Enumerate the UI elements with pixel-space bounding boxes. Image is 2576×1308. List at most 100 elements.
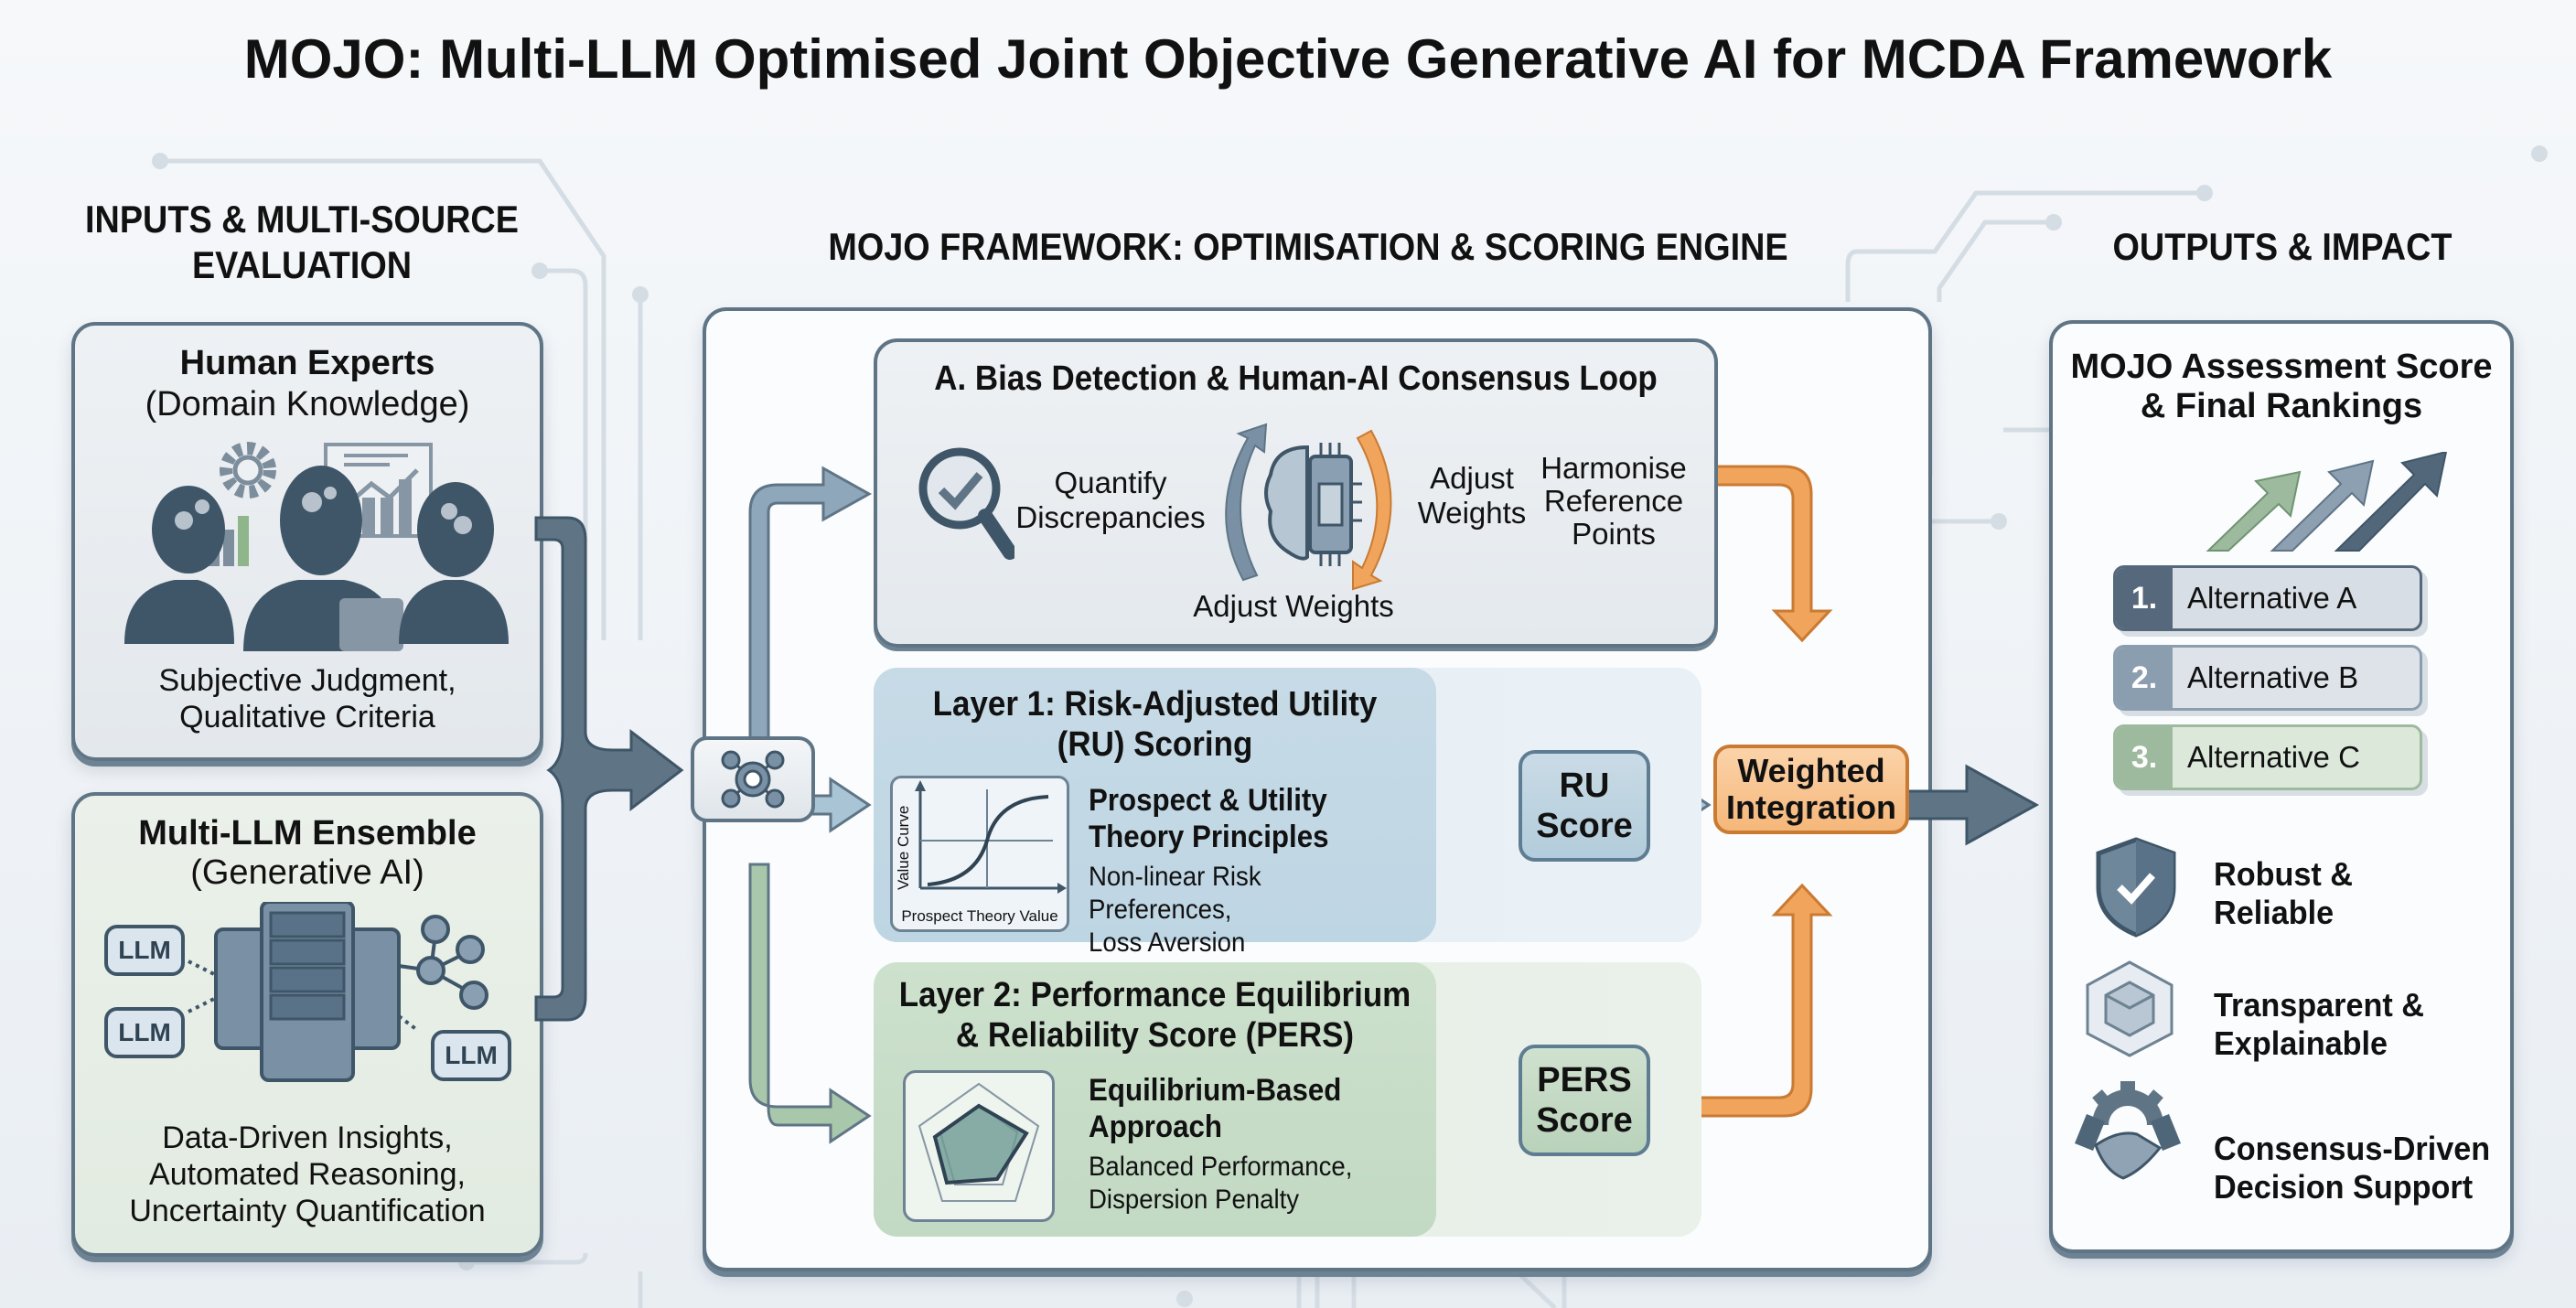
impact-consensus-line-2: Decision Support	[2214, 1168, 2474, 1206]
impact-transparent-line-1: Transparent &	[2214, 986, 2424, 1024]
trace-node	[458, 1254, 475, 1270]
layer2-bold-1: Equilibrium-Based	[1089, 1073, 1342, 1108]
branch-arrow-layer2	[748, 863, 872, 1144]
layer2-text: Equilibrium-Based Approach Balanced Perf…	[1089, 1072, 1436, 1217]
layer2-title-2: & Reliability Score (PERS)	[955, 1016, 1355, 1055]
adjust-right-line-1: Adjust	[1430, 461, 1514, 495]
multi-llm-desc-3: Uncertainty Quantification	[129, 1194, 486, 1228]
section-header-outputs: OUTPUTS & IMPACT	[2112, 225, 2453, 268]
trace-node	[2045, 214, 2062, 231]
trace-node	[152, 153, 168, 169]
quantify-label: Quantify Discrepancies	[1014, 466, 1207, 535]
layer1-panel: Layer 1: Risk-Adjusted Utility (RU) Scor…	[874, 668, 1436, 958]
layer2-title-1: Layer 2: Performance Equilibrium	[898, 976, 1411, 1014]
ru-score-line-1: RU	[1559, 767, 1610, 805]
human-experts-icon	[124, 442, 509, 651]
quantify-line-2: Discrepancies	[1015, 500, 1206, 534]
llm-bubble: LLM	[104, 1007, 185, 1058]
integration-line-1: Weighted	[1737, 752, 1885, 789]
layer1-text-2: Loss Aversion	[1089, 927, 1246, 958]
quantify-line-1: Quantify	[1054, 466, 1167, 499]
layer1-text-1: Non-linear Risk Preferences,	[1089, 862, 1261, 925]
multi-llm-illustration: LLM LLM LLM	[97, 902, 518, 1103]
value-curve-chart: Prospect Theory Value Value Curve	[890, 776, 1069, 932]
ranking-number: 3.	[2116, 727, 2173, 788]
trace-node	[531, 263, 548, 279]
integration-line-2: Integration	[1726, 788, 1896, 826]
impact-consensus: Consensus-Driven Decision Support	[2214, 1130, 2490, 1206]
trace-node	[632, 286, 649, 303]
chart-ylabel: Value Curve	[895, 805, 912, 890]
outputs-card-title-1: MOJO Assessment Score	[2070, 348, 2493, 386]
human-experts-desc-1: Subjective Judgment,	[158, 663, 456, 698]
impact-robust-line-1: Robust &	[2214, 855, 2353, 893]
harmonise-label: Harmonise Reference Points	[1531, 452, 1696, 551]
ranking-item: 3. Alternative C	[2113, 724, 2422, 790]
network-hub-node	[691, 736, 815, 822]
radar-pentagon-icon	[918, 1082, 1040, 1202]
trace-node	[2196, 185, 2213, 201]
layer1-title-2: (RU) Scoring	[1057, 725, 1253, 764]
trace-node	[1176, 1291, 1193, 1307]
radar-chart	[903, 1070, 1055, 1222]
magnifier-check-icon	[918, 447, 1014, 560]
llm-bubble: LLM	[431, 1030, 511, 1081]
input-merge-arrow	[534, 516, 684, 1022]
multi-llm-title: Multi-LLM Ensemble	[138, 814, 477, 852]
harmonise-line-3: Points	[1572, 517, 1656, 551]
human-experts-card: Human Experts (Domain Knowledge) Subject…	[71, 322, 543, 761]
human-experts-desc-2: Qualitative Criteria	[179, 700, 435, 734]
section-header-inputs: INPUTS & MULTI-SOURCE EVALUATION	[63, 197, 541, 288]
network-hub-icon	[721, 750, 785, 809]
multi-llm-desc-2: Automated Reasoning,	[149, 1157, 466, 1192]
pers-score-line-2: Score	[1536, 1101, 1633, 1140]
trace-node	[2531, 145, 2548, 162]
server-rack-icon	[188, 902, 488, 1082]
harmonise-line-1: Harmonise	[1540, 451, 1687, 485]
branch-arrow-bias	[748, 466, 873, 745]
impact-robust-line-2: Reliable	[2214, 894, 2334, 931]
human-experts-subtitle: (Domain Knowledge)	[145, 385, 470, 423]
chart-xlabel: Prospect Theory Value	[901, 907, 1058, 925]
output-arrow	[1899, 764, 2040, 846]
layer1-title-1: Layer 1: Risk-Adjusted Utility	[932, 685, 1378, 724]
adjust-weights-bottom-label: Adjust Weights	[1193, 589, 1394, 623]
s-curve-icon	[915, 780, 1067, 894]
impact-transparent: Transparent & Explainable	[2214, 986, 2424, 1063]
adjust-right-line-2: Weights	[1417, 496, 1527, 530]
orange-arrow-bias-to-integration	[1712, 465, 1833, 643]
adjust-weights-right-label: Adjust Weights	[1417, 461, 1527, 531]
ranking-item: 2. Alternative B	[2113, 645, 2422, 711]
ranking-item: 1. Alternative A	[2113, 565, 2422, 631]
page-title: MOJO: Multi-LLM Optimised Joint Objectiv…	[243, 28, 2333, 90]
section-header-inputs-text: INPUTS & MULTI-SOURCE EVALUATION	[85, 198, 519, 286]
ru-score-line-2: Score	[1536, 807, 1633, 845]
ranking-arrows-icon	[2206, 452, 2448, 552]
multi-llm-subtitle: (Generative AI)	[190, 853, 424, 892]
impact-robust: Robust & Reliable	[2214, 855, 2353, 932]
ranking-label: Alternative C	[2187, 740, 2360, 774]
trace-node	[1991, 513, 2007, 530]
layer2-bold-2: Approach	[1089, 1110, 1222, 1144]
multi-llm-desc-1: Data-Driven Insights,	[162, 1120, 453, 1155]
bias-detection-title: A. Bias Detection & Human-AI Consensus L…	[934, 359, 1658, 398]
ranking-label: Alternative B	[2187, 660, 2359, 694]
layer1-bold-2: Theory Principles	[1089, 820, 1329, 854]
multi-llm-card: Multi-LLM Ensemble (Generative AI) LLM L…	[71, 792, 543, 1257]
impact-consensus-line-1: Consensus-Driven	[2214, 1130, 2491, 1167]
llm-bubble: LLM	[104, 925, 185, 976]
layer2-text-1: Balanced Performance,	[1089, 1152, 1353, 1182]
pers-score-line-1: PERS	[1537, 1061, 1632, 1099]
human-experts-title: Human Experts	[179, 344, 435, 382]
harmonise-line-2: Reference	[1543, 484, 1684, 518]
ranking-number: 2.	[2116, 648, 2173, 708]
layer2-panel: Layer 2: Performance Equilibrium & Relia…	[874, 962, 1436, 1237]
brain-chip-loop-icon	[1225, 423, 1392, 591]
bias-detection-panel: A. Bias Detection & Human-AI Consensus L…	[874, 338, 1718, 648]
layer2-text-2: Dispersion Penalty	[1089, 1185, 1300, 1215]
ranking-number: 1.	[2116, 568, 2173, 628]
orange-arrow-pers-to-integration	[1648, 883, 1833, 1118]
